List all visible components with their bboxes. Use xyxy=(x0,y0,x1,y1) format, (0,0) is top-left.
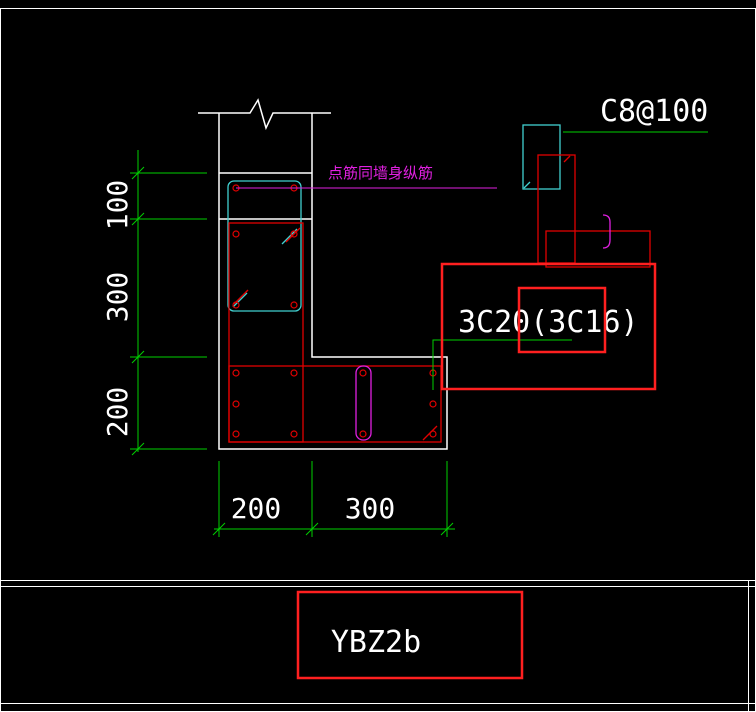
rebar-spec-label: 3C20(3C16) xyxy=(458,305,639,340)
dimension-lines xyxy=(130,131,708,537)
stirrup-horizontal-leg xyxy=(228,365,442,443)
stirrup-spec-label: C8@100 xyxy=(600,94,708,129)
stirrup-vertical-leg xyxy=(228,222,304,443)
longitudinal-note: 点筋同墙身纵筋 xyxy=(328,164,433,182)
dim-horizontal-200: 200 xyxy=(231,492,282,525)
tie-upper xyxy=(227,180,302,312)
dim-vertical-300: 300 xyxy=(101,272,134,323)
highlight-boxes xyxy=(296,262,657,680)
highlight-title xyxy=(296,590,524,680)
column-outline xyxy=(198,98,448,450)
tie-horizontal xyxy=(355,365,372,441)
highlight-alt-bar xyxy=(517,286,607,354)
dim-vertical-200: 200 xyxy=(101,387,134,438)
stirrup-detail xyxy=(522,124,651,268)
dim-vertical-100: 100 xyxy=(101,180,134,231)
dim-horizontal-300: 300 xyxy=(345,492,396,525)
component-title: YBZ2b xyxy=(331,625,421,660)
rebar-cage xyxy=(227,180,442,443)
highlight-rebar-spec xyxy=(440,262,657,391)
